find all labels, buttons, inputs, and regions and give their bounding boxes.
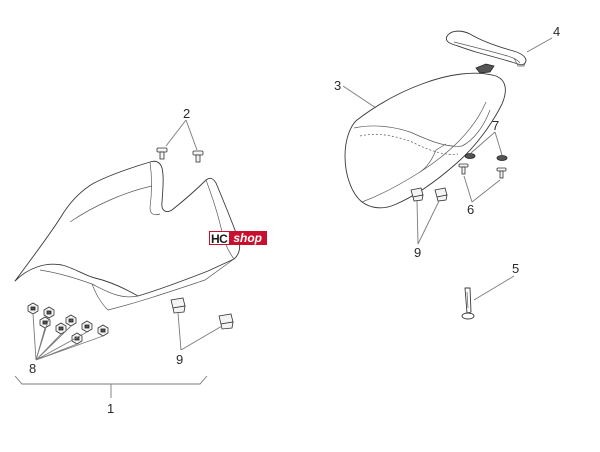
rider-seat-front-contour (69, 185, 153, 223)
nut (97, 324, 109, 337)
nut (43, 306, 55, 319)
leader-6 (463, 175, 501, 203)
grab-handle-body (445, 30, 527, 66)
leader-1-bracket (14, 375, 208, 385)
shop-watermark-logo: HC shop (209, 231, 268, 246)
ref-label-4: 4 (553, 24, 560, 39)
watermark-part-b: shop (229, 231, 268, 245)
leader-7 (470, 131, 503, 156)
seat-key-stem (464, 287, 472, 314)
rider-seat (14, 160, 241, 311)
washer (464, 153, 476, 159)
nuts-group-8 (27, 302, 109, 345)
ref-label-3: 3 (334, 78, 341, 93)
ref-label-2: 2 (183, 106, 190, 121)
ref-label-6: 6 (467, 202, 474, 217)
leader-lines (14, 37, 553, 398)
leader-2 (165, 119, 198, 151)
reference-labels: 1 2 3 4 5 6 7 8 9 9 (29, 24, 560, 416)
clip (218, 313, 234, 330)
seat-key-pin (461, 287, 475, 320)
screws-group-2 (156, 147, 204, 163)
clip (410, 187, 424, 202)
rider-seat-side-edge (91, 258, 235, 311)
washers-group-7 (464, 153, 508, 161)
washer (496, 155, 508, 161)
grab-handle-inner-edge (453, 41, 521, 64)
watermark-part-a: HC (209, 231, 230, 246)
clips-group-9-left (170, 297, 234, 330)
ref-label-5: 5 (512, 261, 519, 276)
seat-key-head (461, 312, 475, 320)
ref-label-7: 7 (492, 118, 499, 133)
screw (458, 163, 469, 175)
passenger-seat-base-edge (361, 101, 487, 203)
leader-5 (473, 275, 515, 301)
grab-handle (445, 30, 527, 67)
passenger-seat-lower-shell (419, 143, 447, 173)
clip (170, 297, 186, 314)
leader-9-right (416, 200, 440, 245)
ref-label-8: 8 (29, 361, 36, 376)
nut (81, 320, 93, 333)
seat-key-slot (466, 291, 469, 309)
leader-4 (526, 37, 553, 53)
nut (65, 314, 77, 327)
ref-label-9-left: 9 (176, 352, 183, 367)
nut (27, 302, 39, 315)
nut (71, 332, 83, 345)
passenger-seat-inner-contour (353, 109, 491, 147)
screw (192, 150, 204, 163)
grab-handle-mount (513, 57, 527, 67)
passenger-seat (344, 63, 506, 209)
rider-seat-outline (14, 160, 241, 297)
clip (434, 187, 448, 202)
ref-label-1: 1 (107, 401, 114, 416)
passenger-seat-badge (475, 63, 495, 74)
nut (39, 316, 51, 329)
rider-seat-cushion-line (149, 161, 161, 216)
leader-8 (32, 313, 104, 361)
screw (156, 147, 168, 160)
screw (496, 167, 507, 179)
passenger-seat-outline (344, 72, 506, 209)
leader-9-left (177, 312, 223, 351)
clips-group-9-right (410, 187, 448, 202)
ref-label-9-right: 9 (414, 245, 421, 260)
leader-3 (342, 85, 377, 109)
screws-group-6 (458, 163, 507, 179)
